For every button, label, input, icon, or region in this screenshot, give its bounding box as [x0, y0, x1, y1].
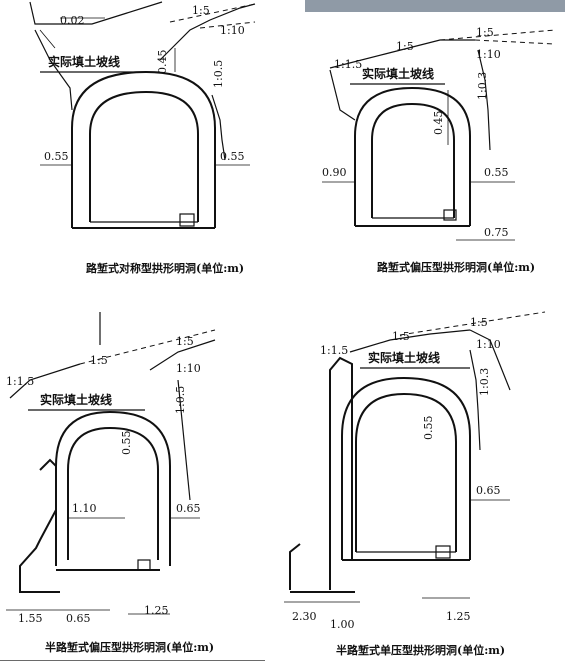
p4-dashed-1 [399, 311, 546, 336]
p3-slope-1-1.5: 1:1.5 [6, 375, 34, 388]
p2-left-edge [329, 69, 356, 121]
p2-slope-1-5-a: 1:5 [396, 40, 414, 53]
p2-drain [443, 209, 457, 221]
p3-fill-line-label: 实际填土坡线 [40, 392, 112, 407]
p1-right-slope [211, 94, 226, 161]
p3-right-slope [177, 379, 191, 501]
p2-caption: 路堑式偏压型拱形明洞(单位:m) [377, 260, 535, 274]
p4-caption: 半路堑式单压型拱形明洞(单位:m) [336, 643, 505, 657]
p3-caption: 半路堑式偏压型拱形明洞(单位:m) [45, 640, 214, 654]
p4-slope-1-5-a: 1:5 [392, 330, 410, 343]
p4-fill-line-label: 实际填土坡线 [368, 350, 440, 365]
p2-dim-0.75: 0.75 [484, 226, 509, 239]
p2-slope-1-10: 1:10 [476, 48, 501, 61]
p1-dashed-slope-2 [199, 21, 256, 29]
panel-symmetric-cut: 0.02 1:5 1:10 实际填土坡线 0.45 1:0.5 0.55 0.5… [29, 1, 256, 275]
p4-dim-0.55: 0.55 [422, 416, 435, 441]
p2-dashed-2 [474, 39, 556, 45]
p2-dim-0.90: 0.90 [322, 166, 347, 179]
p3-slope-1-5-b: 1:5 [90, 354, 108, 367]
p4-dim-2.30: 2.30 [292, 610, 317, 623]
p4-slope-1-0.3: 1:0.3 [478, 368, 491, 396]
p1-dashed-slope [169, 3, 256, 23]
p4-arch-outer [341, 376, 471, 560]
p1-label-leader [39, 29, 56, 49]
p2-arch-inner [371, 102, 455, 218]
p3-ground-right [149, 339, 216, 371]
p1-drain [179, 213, 195, 227]
panel-unsymmetric-cut: 1:5 1:10 1:1.5 1:5 实际填土坡线 1:0.3 0.45 0.9… [322, 26, 556, 274]
p3-slope-1-0.5: 1:0.5 [174, 386, 187, 414]
p4-drain [435, 545, 451, 559]
p4-slope-1-1.5: 1:1.5 [320, 344, 348, 357]
p1-arch-outer [71, 70, 216, 228]
header-bar [305, 0, 565, 12]
p4-slope-1-10: 1:10 [476, 338, 501, 351]
p3-slope-1-5-a: 1:5 [176, 335, 194, 348]
p1-arch-inner [89, 90, 199, 222]
p3-arch-outer [55, 410, 171, 566]
p4-ground [349, 329, 471, 353]
panel-half-cut-unsymmetric: 1:5 1:5 1:10 1:1.5 实际填土坡线 1:0.5 0.55 1.1… [0, 312, 265, 661]
p4-arch-inner [355, 392, 457, 552]
p1-right-ground [159, 3, 256, 61]
p1-dim-0.55-right: 0.55 [220, 150, 245, 163]
panel-half-cut-single-pressure: 1:5 1:5 1:10 1:1.5 实际填土坡线 1:0.3 0.55 0.6… [284, 311, 546, 657]
p2-arch-outer [354, 86, 471, 226]
p4-right-slope [469, 349, 481, 451]
p4-dim-1.00: 1.00 [330, 618, 355, 631]
p3-dim-1.10: 1.10 [72, 502, 97, 515]
p3-dim-1.25: 1.25 [144, 604, 169, 617]
p3-left-wall [19, 458, 60, 593]
p1-ground-line [29, 1, 163, 25]
p1-slope-1-10: 1:10 [220, 24, 245, 37]
p2-slope-1-1.5: 1:1.5 [334, 58, 362, 71]
p1-caption: 路堑式对称型拱形明洞(单位:m) [86, 261, 244, 275]
p3-dim-0.55: 0.55 [120, 431, 133, 456]
p4-dim-1.25: 1.25 [446, 610, 471, 623]
p3-ground-left [9, 363, 81, 399]
p4-right-ground [469, 329, 511, 391]
p4-slope-1-5-b: 1:5 [470, 316, 488, 329]
p2-slope-1-0.3: 1:0.3 [476, 72, 489, 100]
p1-dim-0.02: 0.02 [60, 14, 85, 27]
p2-fill-line-label: 实际填土坡线 [362, 66, 434, 81]
p3-slope-1-10: 1:10 [176, 362, 201, 375]
p3-dim-1.55: 1.55 [18, 612, 43, 625]
p3-dim-0.65-right: 0.65 [176, 502, 201, 515]
p1-dim-0.55-left: 0.55 [44, 150, 69, 163]
p1-dim-0.45: 0.45 [156, 50, 169, 75]
p3-dim-0.65-bottom: 0.65 [66, 612, 91, 625]
p1-slope-1-5: 1:5 [192, 4, 210, 17]
p1-left-fill-edge [34, 29, 73, 111]
p3-drain [137, 559, 151, 571]
p2-dim-0.45: 0.45 [432, 111, 445, 136]
p1-fill-line-label: 实际填土坡线 [48, 54, 120, 69]
p2-ground [329, 39, 475, 69]
p4-left-wall [329, 356, 353, 590]
p1-slope-1-0.5: 1:0.5 [212, 60, 225, 88]
p2-right-slope [477, 49, 491, 151]
p2-dashed-1 [439, 29, 556, 41]
p2-dim-0.55: 0.55 [484, 166, 509, 179]
p4-dim-0.65: 0.65 [476, 484, 501, 497]
p2-slope-1-5-b: 1:5 [476, 26, 494, 39]
p4-footing [289, 543, 301, 590]
p3-arch-inner [67, 426, 159, 560]
